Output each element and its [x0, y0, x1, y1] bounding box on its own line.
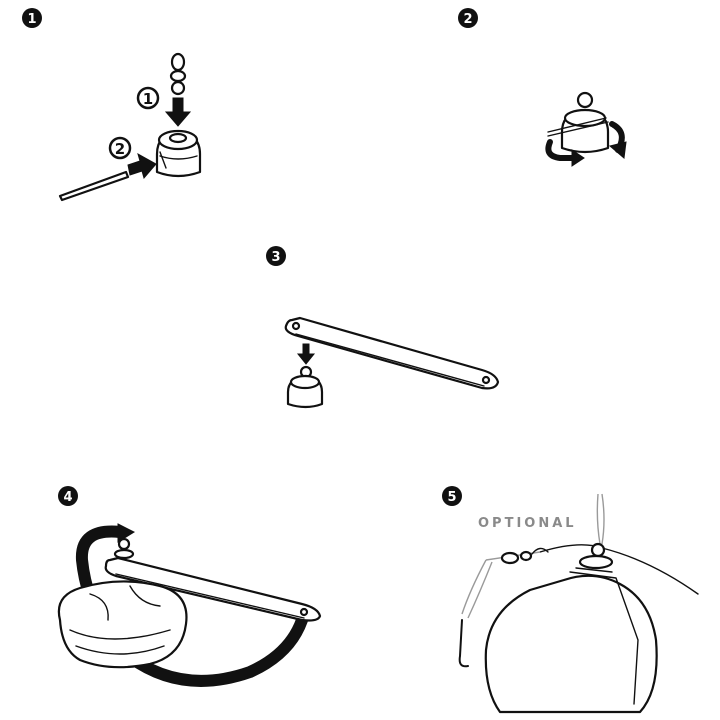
step-4-number: 4 [63, 490, 72, 505]
optional-label: OPTIONAL [478, 516, 577, 531]
step-1-number: 1 [27, 12, 36, 27]
substep-1-number: 1 [143, 90, 153, 108]
pin-illustration [58, 170, 130, 202]
down-arrow-small-icon [296, 343, 316, 365]
step-2-badge: 2 [458, 8, 478, 28]
hook-icon [458, 619, 469, 668]
weight-small-illustration [286, 365, 324, 409]
step-4-badge: 4 [58, 486, 78, 506]
step-2-number: 2 [463, 12, 472, 27]
assembled-weight-illustration [547, 91, 610, 154]
weight-illustration [155, 129, 202, 178]
substep-2-number: 2 [115, 140, 125, 158]
step-5-panel: 5 OPTIONAL [442, 486, 699, 714]
step-5-badge: 5 [442, 486, 462, 506]
arm-bar-mounted-illustration [104, 556, 322, 622]
sandbag-hanging-illustration [484, 567, 658, 714]
step-4-panel: 4 [57, 486, 322, 687]
substep-2-marker: 2 [108, 136, 132, 160]
swivel-illustration [169, 52, 187, 96]
bend-arrow-head-icon [571, 149, 585, 167]
step-1-panel: 1 1 2 [22, 8, 202, 202]
step-3-panel: 3 [266, 246, 500, 409]
step-1-badge: 1 [22, 8, 42, 28]
arm-bar-illustration [284, 316, 500, 390]
step-3-number: 3 [271, 250, 280, 265]
step-3-badge: 3 [266, 246, 286, 266]
step-5-number: 5 [447, 490, 456, 505]
weight-mounted-illustration [578, 542, 614, 570]
substep-1-marker: 1 [136, 86, 160, 110]
curved-arrow-head-icon [117, 523, 136, 543]
rotate-arrow-head-icon [608, 141, 627, 159]
swivel-clip-illustration [500, 547, 549, 565]
right-arrow-icon [127, 152, 157, 180]
weight-top-illustration [113, 537, 135, 560]
sandbag-illustration [57, 580, 188, 669]
bend-arrow-icon [545, 139, 577, 161]
step-2-panel: 2 [458, 8, 627, 167]
down-arrow-icon [164, 97, 192, 127]
